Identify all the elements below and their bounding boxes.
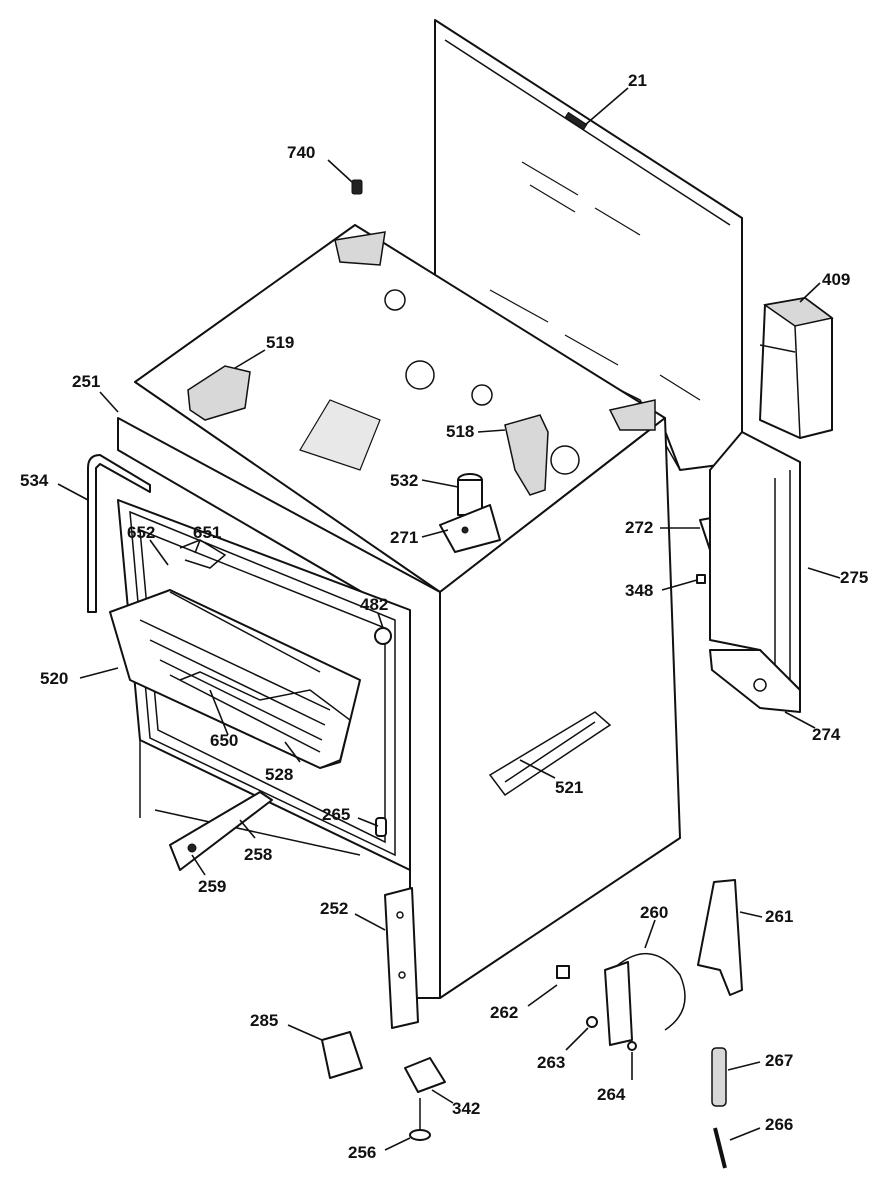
washer-264	[627, 1041, 637, 1051]
link-266	[713, 1127, 727, 1169]
callout-519: 519	[266, 333, 294, 352]
leveler-foot-256	[409, 1098, 431, 1141]
callout-251: 251	[72, 372, 100, 391]
sensor-part	[439, 473, 501, 553]
callout-21: 21	[628, 71, 647, 90]
part-285	[321, 1031, 363, 1079]
small-part-348	[696, 574, 706, 584]
callout-259: 259	[198, 877, 226, 896]
terminal-block-part	[759, 297, 834, 439]
callout-256: 256	[348, 1143, 376, 1162]
callout-261: 261	[765, 907, 793, 926]
screw-263	[586, 1016, 598, 1028]
callout-650: 650	[210, 731, 238, 750]
callout-652: 652	[127, 523, 155, 542]
callout-274: 274	[812, 725, 841, 744]
bracket-part-258	[169, 791, 273, 871]
insulation-block-519	[187, 365, 251, 421]
callout-252: 252	[320, 899, 348, 918]
cabinet-body	[117, 224, 681, 999]
callout-528: 528	[265, 765, 293, 784]
bottom-bracket-part	[709, 649, 801, 713]
callout-482: 482	[360, 595, 388, 614]
callout-285: 285	[250, 1011, 278, 1030]
callout-518: 518	[446, 422, 474, 441]
callout-409: 409	[822, 270, 850, 289]
callout-534: 534	[20, 471, 49, 490]
callout-271: 271	[390, 528, 418, 547]
callout-275: 275	[840, 568, 868, 587]
callout-266: 266	[765, 1115, 793, 1134]
callout-262: 262	[490, 1003, 518, 1022]
callout-348: 348	[625, 581, 653, 600]
leveler-bracket-342	[404, 1057, 446, 1093]
gasket-part	[87, 454, 151, 613]
callout-651: 651	[193, 523, 221, 542]
callout-265: 265	[322, 805, 350, 824]
broil-element-650	[179, 671, 351, 769]
hinge-plate-part	[384, 887, 419, 1029]
insulation-block-518	[504, 414, 549, 496]
callout-342: 342	[452, 1099, 480, 1118]
hinge-arm-part	[697, 879, 743, 996]
spring-267	[711, 1047, 727, 1107]
callout-labels: 21 740 409 519 251 518 534 532 652 651 2…	[20, 71, 868, 1162]
callout-521: 521	[555, 778, 583, 797]
side-panel-part	[709, 431, 801, 691]
callout-532: 532	[390, 471, 418, 490]
fastener-262	[556, 965, 570, 979]
callout-260: 260	[640, 903, 668, 922]
callout-740: 740	[287, 143, 315, 162]
hinge-spring-hook-part	[604, 953, 686, 1046]
clip-part	[351, 179, 363, 195]
callout-520: 520	[40, 669, 68, 688]
callout-258: 258	[244, 845, 272, 864]
callout-263: 263	[537, 1053, 565, 1072]
callout-272: 272	[625, 518, 653, 537]
bake-element-651	[179, 539, 227, 569]
callout-264: 264	[597, 1085, 626, 1104]
leader-lines	[57, 87, 841, 1151]
oven-rack-part	[109, 589, 361, 769]
callout-267: 267	[765, 1051, 793, 1070]
